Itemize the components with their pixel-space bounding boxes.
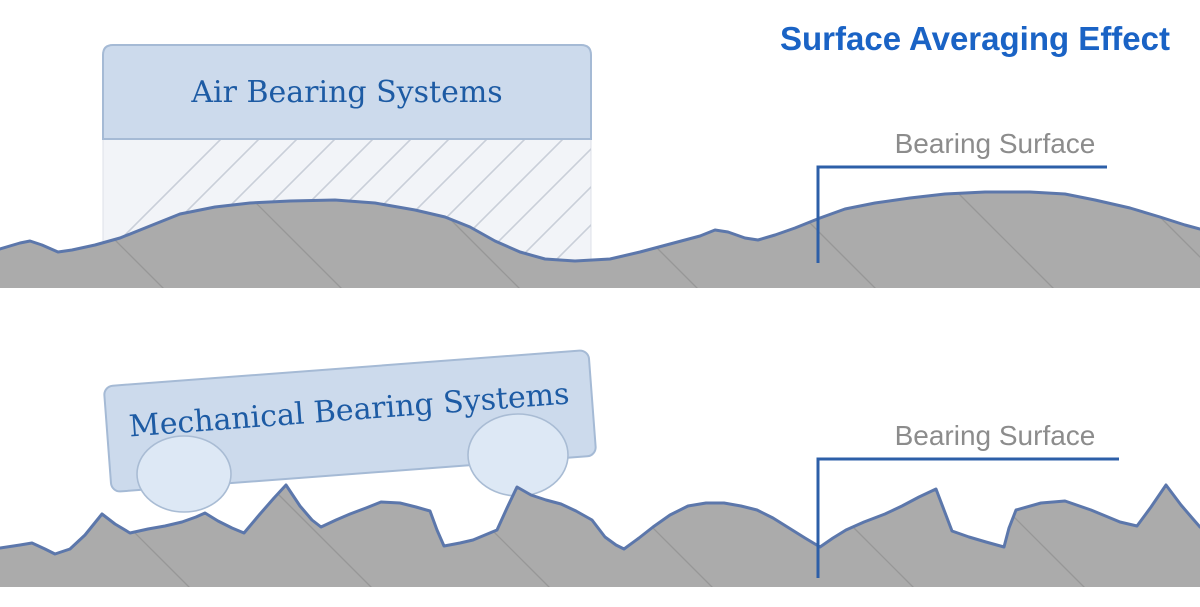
bearing-surface-bracket-bottom xyxy=(816,457,1119,578)
bearing-surface-label-top: Bearing Surface xyxy=(895,128,1096,159)
diagram-title: Surface Averaging Effect xyxy=(780,20,1170,57)
terrain-bottom-edge xyxy=(0,483,1200,556)
bearing-surface-bracket-top xyxy=(816,165,1107,263)
terrain-bottom-texture xyxy=(84,485,1096,587)
mechanical-bearing-panel: Mechanical Bearing Systems Bearing Surfa… xyxy=(0,349,1200,587)
air-bearing-block-body xyxy=(102,44,592,140)
wheel-left xyxy=(136,435,232,513)
air-bearing-panel: Air Bearing Systems Bearing Surface Surf… xyxy=(0,20,1200,288)
wheel-right xyxy=(467,413,569,497)
air-bearing-block: Air Bearing Systems xyxy=(102,44,592,140)
air-bearing-label: Air Bearing Systems xyxy=(190,75,502,110)
bearing-surface-label-bottom: Bearing Surface xyxy=(895,420,1096,451)
terrain-top-edge xyxy=(0,190,1200,263)
